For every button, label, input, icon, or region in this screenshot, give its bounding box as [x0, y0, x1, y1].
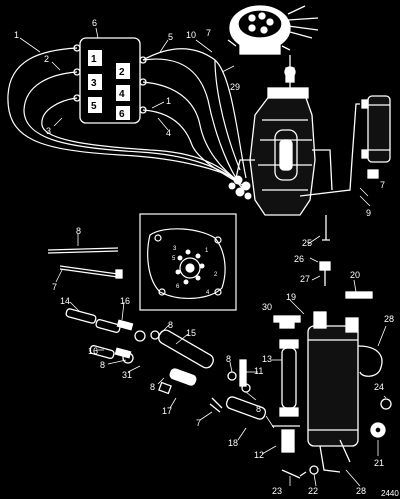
inset-label-5: 5: [172, 256, 176, 262]
callout-8-center: 8: [150, 382, 155, 392]
callout-8-right: 8: [226, 354, 231, 364]
callout-24: 24: [374, 382, 384, 392]
inset-label-1: 1: [205, 248, 209, 254]
callout-30: 30: [262, 302, 272, 312]
upper-filter-canister: [299, 95, 391, 197]
callout-8-mid: 8: [168, 320, 173, 330]
block-label-5: 5: [91, 101, 97, 112]
callout-23: 23: [272, 486, 282, 496]
callout-8-low: 8: [100, 360, 105, 370]
callout-16-top: 16: [120, 296, 130, 306]
inset-label-3: 3: [173, 246, 177, 252]
callout-29: 29: [230, 82, 240, 92]
callout-8-lower: 8: [256, 404, 261, 414]
callout-7-right: 7: [380, 180, 385, 190]
callout-31: 31: [122, 370, 132, 380]
detail-inset: [139, 213, 237, 311]
callout-12: 12: [254, 450, 264, 460]
figure-number: 2440: [381, 489, 399, 498]
block-label-4: 4: [119, 89, 125, 100]
callout-25: 25: [302, 238, 312, 248]
callout-1-top: 1: [14, 30, 19, 40]
cylinder-block-schematic: [73, 37, 147, 124]
block-label-1: 1: [91, 54, 97, 65]
manifold-fittings: [228, 175, 252, 200]
lower-filter-assembly: [272, 215, 392, 479]
hose-routing: [7, 47, 247, 189]
callout-18: 18: [228, 438, 238, 448]
small-parts: [47, 247, 267, 420]
callout-4: 4: [166, 128, 171, 138]
callout-15: 15: [186, 328, 196, 338]
block-label-6: 6: [119, 109, 125, 120]
callout-6: 6: [92, 18, 97, 28]
leader-lines: [19, 27, 387, 487]
callout-8-ties: 8: [76, 226, 81, 236]
callout-19: 19: [286, 292, 296, 302]
callout-28-right: 28: [384, 314, 394, 324]
callout-1-right: 1: [166, 96, 171, 106]
callout-10: 10: [186, 30, 196, 40]
callout-7-top: 7: [206, 28, 211, 38]
callout-3: 3: [46, 126, 51, 136]
block-label-2: 2: [119, 67, 125, 78]
callout-13: 13: [262, 354, 272, 364]
callout-20: 20: [350, 270, 360, 280]
callout-7-lower: 7: [196, 418, 201, 428]
callout-14: 14: [60, 296, 70, 306]
callout-9: 9: [366, 208, 371, 218]
callout-2: 2: [44, 54, 49, 64]
callout-22: 22: [308, 486, 318, 496]
callout-5: 5: [168, 32, 173, 42]
inset-label-6: 6: [176, 284, 180, 290]
callout-26: 26: [294, 254, 304, 264]
callout-7-ties: 7: [52, 282, 57, 292]
fuel-pump-housing: [235, 55, 333, 216]
callout-21: 21: [374, 458, 384, 468]
top-electrical-component: [227, 5, 319, 55]
callout-28-bottom: 28: [356, 486, 366, 496]
block-label-3: 3: [91, 78, 97, 89]
callout-11: 11: [254, 366, 263, 376]
callout-27: 27: [300, 274, 310, 284]
inset-label-4: 4: [206, 290, 210, 296]
callout-17: 17: [162, 406, 172, 416]
inset-label-2: 2: [214, 272, 218, 278]
callout-16-bottom: 16: [88, 346, 98, 356]
